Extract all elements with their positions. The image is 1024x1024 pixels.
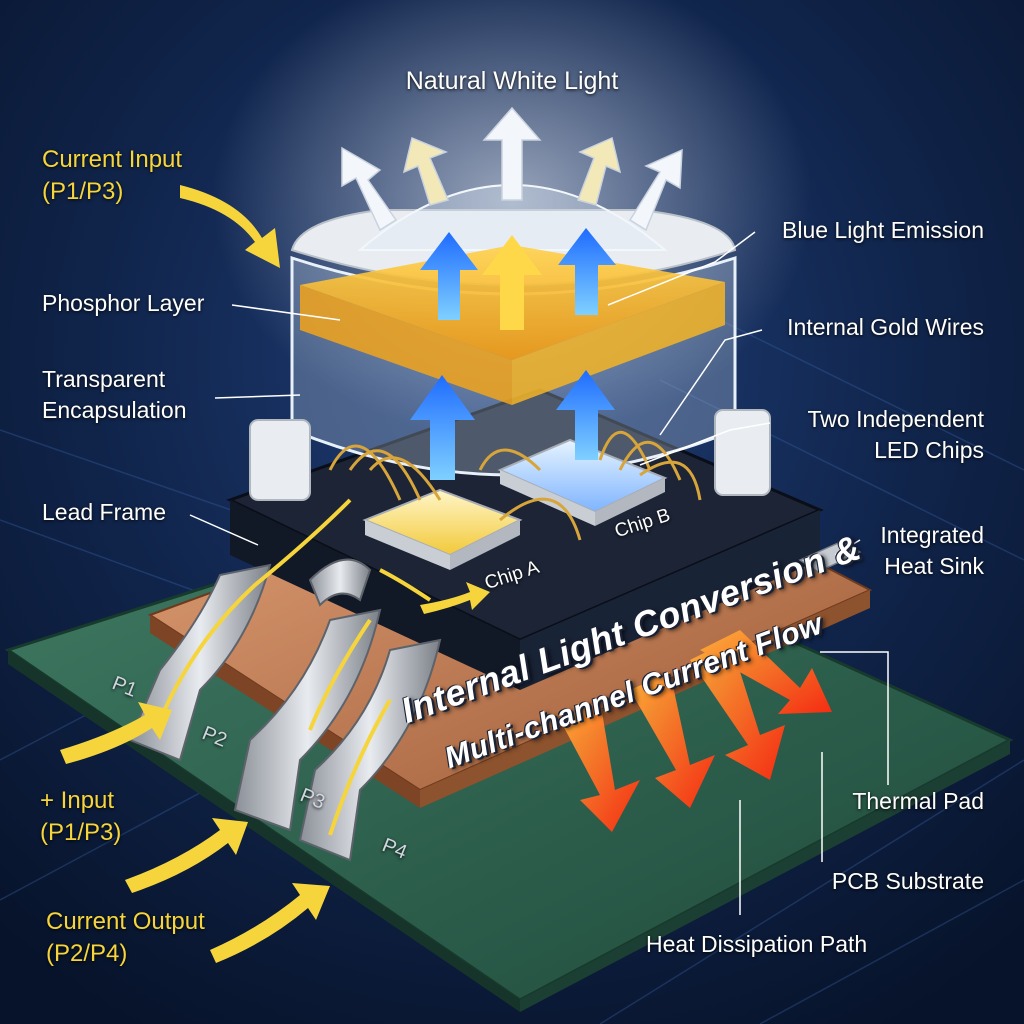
blue-arrow <box>410 375 475 480</box>
pcb-edge-right <box>520 740 1010 1012</box>
callout-lines <box>189 231 889 915</box>
current-flow-lines <box>158 498 432 836</box>
blue-arrow <box>556 370 615 460</box>
package-body-side <box>520 510 820 690</box>
integrated-heat-sink-label: Integrated Heat Sink <box>880 522 984 579</box>
internal-gold-wires <box>328 430 702 541</box>
blue-light-emission-label: Blue Light Emission <box>782 217 984 243</box>
pcb-substrate-label: PCB Substrate <box>831 868 984 894</box>
white-arrow <box>402 136 450 206</box>
yellow-light-arrow <box>482 235 542 330</box>
white-arrow <box>577 136 622 206</box>
phosphor-layer-side <box>512 282 725 405</box>
blue-arrow <box>420 232 478 320</box>
current-input-arrow <box>180 185 280 268</box>
heat-arrow <box>560 700 640 832</box>
housing-post-left <box>249 419 311 501</box>
blue-arrow <box>558 228 616 315</box>
thermal-pad-label: Thermal Pad <box>852 788 984 814</box>
heat-arrow <box>630 672 715 808</box>
integrated-heat-sink <box>798 539 862 573</box>
transparent-encapsulation-label: Transparent Encapsulation <box>42 366 187 423</box>
lead-frame-label: Lead Frame <box>42 499 167 525</box>
two-independent-led-chips-label: Two Independent LED Chips <box>807 406 984 463</box>
current-input-label: Current Input (P1/P3) <box>42 146 183 205</box>
current-arrows <box>60 185 490 963</box>
internal-gold-wires-label: Internal Gold Wires <box>787 314 984 340</box>
heat-arrow <box>700 630 832 714</box>
plus-input-label: + Input (P1/P3) <box>40 787 122 846</box>
phosphor-layer-front <box>300 285 512 405</box>
plus-input-arrow <box>60 702 172 764</box>
chip-current-arrow <box>420 582 490 614</box>
lead-p3 <box>298 638 442 862</box>
phosphor-layer-label: Phosphor Layer <box>42 290 205 316</box>
heat-arrow <box>690 640 785 780</box>
package-body-front <box>230 500 520 690</box>
heat-dissipation-arrows <box>560 630 832 832</box>
white-arrow <box>482 106 542 201</box>
white-light-arrows <box>341 106 683 232</box>
chip-a <box>362 488 523 570</box>
blue-light-arrows <box>410 228 616 480</box>
current-output-label: Current Output (P2/P4) <box>46 908 205 967</box>
current-output-arrow-b <box>210 883 330 963</box>
current-output-arrow-a <box>125 818 248 893</box>
white-arrow <box>628 148 683 232</box>
heat-dissipation-path-label: Heat Dissipation Path <box>646 931 868 957</box>
white-arrow <box>341 146 398 232</box>
lead-frame-upper <box>308 558 372 607</box>
natural-white-light-label: Natural White Light <box>405 67 619 95</box>
